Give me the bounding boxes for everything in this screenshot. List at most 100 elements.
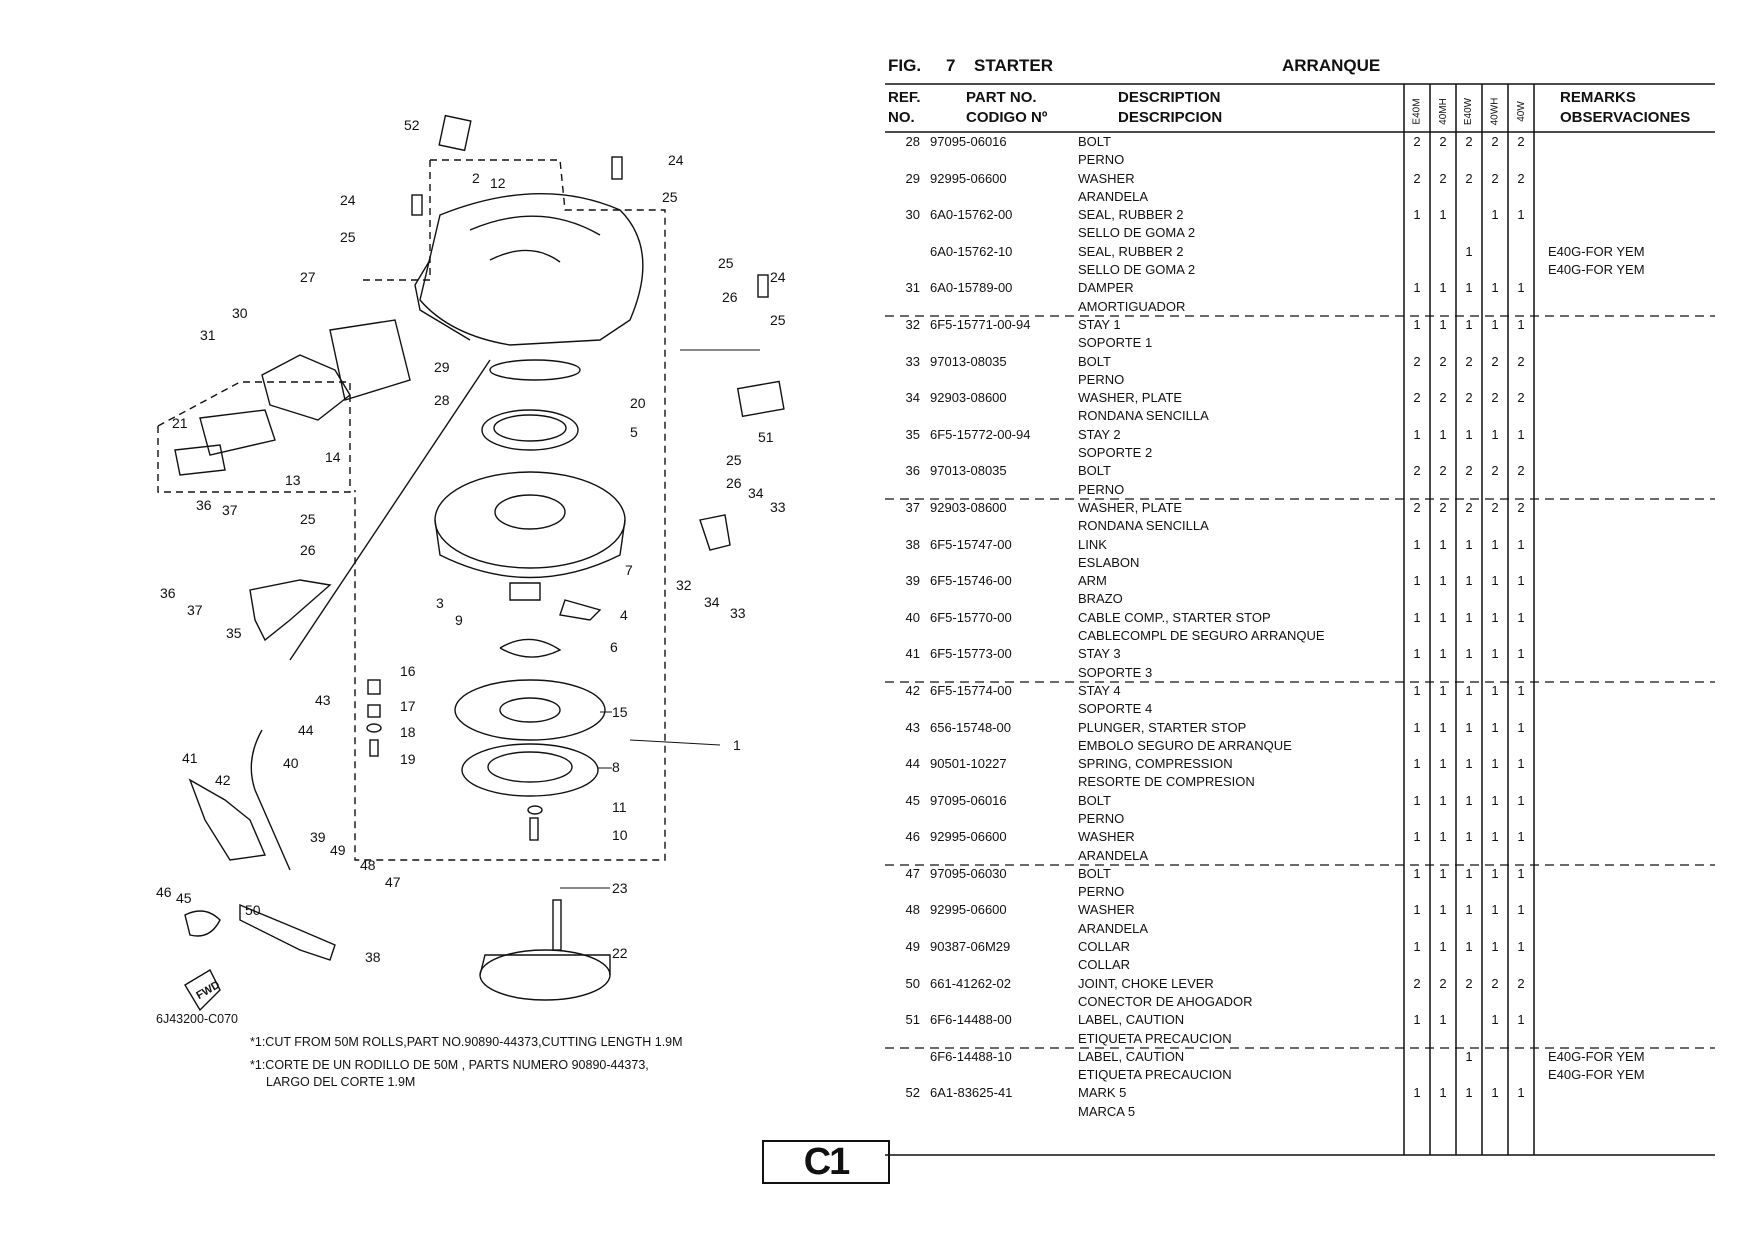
qty-cell: 2	[1491, 499, 1499, 515]
table-row-spanish: PERNO	[888, 371, 1718, 389]
qty-cell: 1	[1517, 939, 1525, 955]
remarks-es: E40G-FOR YEM	[1548, 1067, 1645, 1083]
description-en: BOLT	[1078, 463, 1111, 479]
callout-2: 2	[472, 170, 480, 186]
qty-cell: 1	[1491, 280, 1499, 296]
qty-cell: 1	[1465, 536, 1473, 552]
ref-no: 47	[905, 865, 920, 881]
qty-cell: 1	[1413, 609, 1421, 625]
note-es-1: *1:CORTE DE UN RODILLO DE 50M , PARTS NU…	[250, 1058, 649, 1072]
qty-cell: 1	[1491, 792, 1499, 808]
description-en: WASHER	[1078, 902, 1135, 918]
part-number: 92903-08600	[930, 390, 1007, 406]
bolt-24b	[411, 194, 423, 216]
callout-9: 9	[455, 612, 463, 628]
part-number: 6F5-15772-00-94	[930, 426, 1031, 442]
group-outline-handle	[157, 381, 351, 493]
qty-cell: 1	[1517, 609, 1525, 625]
callout-34: 34	[748, 485, 764, 501]
seal-rubber	[329, 319, 411, 401]
part-number: 6A0-15762-10	[930, 243, 1013, 259]
callout-50: 50	[245, 902, 261, 918]
qty-cell: 1	[1465, 902, 1473, 918]
description-en: STAY 1	[1078, 316, 1121, 332]
qty-cell: 2	[1465, 134, 1473, 149]
callout-1: 1	[733, 737, 741, 753]
description-es: ETIQUETA PRECAUCION	[1078, 1067, 1232, 1083]
ref-no: 38	[905, 536, 920, 552]
figure-code: 6J43200-C070	[156, 1012, 239, 1026]
description-en: BOLT	[1078, 353, 1111, 369]
qty-cell: 1	[1491, 865, 1499, 881]
ref-no: 48	[905, 902, 920, 918]
part-number: 92995-06600	[930, 902, 1007, 918]
qty-cell: 1	[1439, 573, 1447, 589]
qty-cell: 1	[1491, 536, 1499, 552]
qty-cell: 1	[1465, 573, 1473, 589]
part-number: 6F5-15773-00	[930, 646, 1012, 662]
description-en: BOLT	[1078, 792, 1111, 808]
callout-13: 13	[285, 472, 301, 488]
qty-cell: 1	[1491, 646, 1499, 662]
description-es: ARANDELA	[1078, 847, 1149, 863]
table-row-spanish: SOPORTE 1	[888, 334, 1718, 352]
ref-no: 32	[905, 316, 920, 332]
stay-42	[188, 778, 267, 861]
ref-no: 30	[905, 207, 920, 223]
qty-cell: 1	[1465, 719, 1473, 735]
ref-no: 41	[905, 646, 920, 662]
qty-cell: 2	[1439, 170, 1447, 186]
qty-cell: 2	[1491, 463, 1499, 479]
description-es: COLLAR	[1078, 957, 1131, 973]
model-col-2: E40W	[1456, 92, 1482, 130]
qty-cell: 1	[1517, 682, 1525, 698]
housing-edge	[414, 259, 471, 341]
description-en: COLLAR	[1078, 939, 1131, 955]
qty-cell: 1	[1413, 865, 1421, 881]
description-en: STAY 4	[1078, 682, 1121, 698]
qty-cell: 1	[1491, 573, 1499, 589]
col-desc-es: DESCRIPCION	[1118, 109, 1223, 126]
remarks: E40G-FOR YEM	[1548, 243, 1645, 259]
rope-handle	[261, 354, 351, 421]
callout-51: 51	[758, 429, 774, 445]
qty-cell: 1	[1517, 536, 1525, 552]
callout-23: 23	[612, 880, 628, 896]
qty-cell: 1	[1439, 1085, 1447, 1101]
qty-cell: 2	[1465, 463, 1473, 479]
part-number: 6A0-15762-00	[930, 207, 1013, 223]
table-row-spanish: ETIQUETA PRECAUCION	[888, 1030, 1718, 1048]
ref-no: 39	[905, 573, 920, 589]
col-desc: DESCRIPTION DESCRIPCION	[1118, 88, 1222, 128]
remarks-es: E40G-FOR YEM	[1548, 262, 1645, 278]
plate-8	[461, 743, 599, 797]
callout-27: 27	[300, 269, 316, 285]
ref-no: 33	[905, 353, 920, 369]
callout-48: 48	[360, 857, 376, 873]
qty-cell: 2	[1413, 170, 1421, 186]
qty-cell: 1	[1517, 829, 1525, 845]
qty-cell: 1	[1439, 829, 1447, 845]
qty-cell: 1	[1439, 316, 1447, 332]
table-row-spanish: RONDANA SENCILLA	[888, 407, 1718, 425]
callout-44: 44	[298, 722, 314, 738]
table-row-spanish: ETIQUETA PRECAUCION E40G-FOR YEM	[888, 1066, 1718, 1084]
callout-5: 5	[630, 424, 638, 440]
col-desc-en: DESCRIPTION	[1118, 89, 1221, 106]
qty-cell: 2	[1413, 390, 1421, 406]
description-en: WASHER	[1078, 829, 1135, 845]
stay-35	[249, 579, 332, 642]
qty-cell: 2	[1517, 390, 1525, 406]
qty-cell: 1	[1465, 1085, 1473, 1101]
qty-cell: 1	[1465, 682, 1473, 698]
ref-no: 36	[905, 463, 920, 479]
qty-cell: 1	[1517, 1012, 1525, 1028]
qty-cell: 2	[1491, 390, 1499, 406]
